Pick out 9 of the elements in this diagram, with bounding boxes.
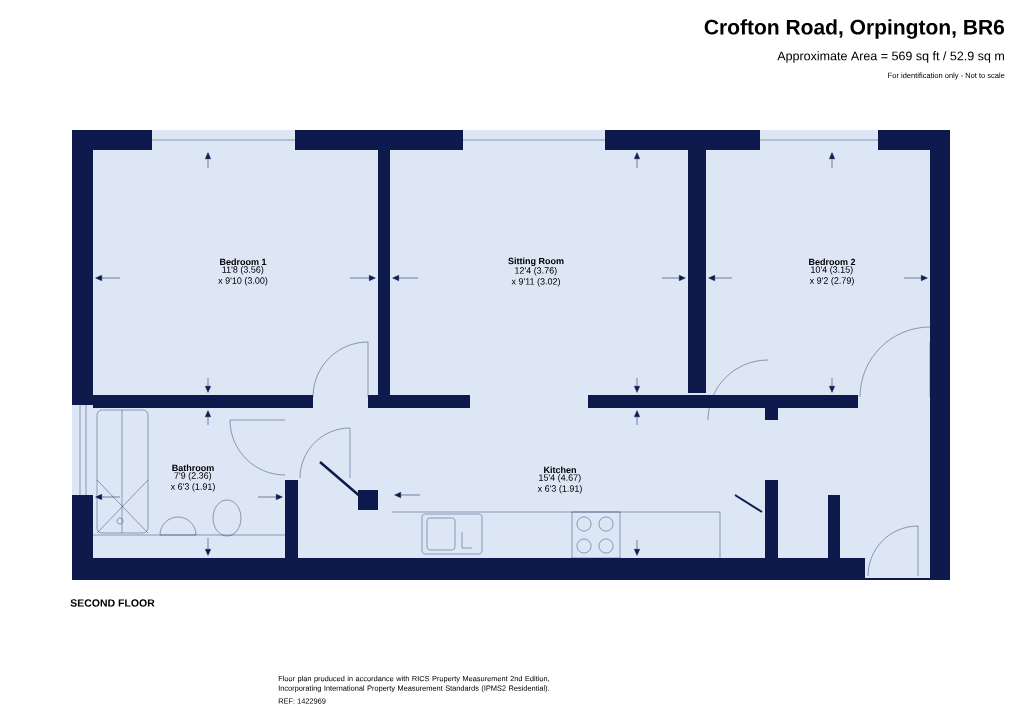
node-label: Bedroom 1 <box>220 258 267 266</box>
node-label: 7'9 (2.36) x 6'3 (1.91) <box>170 472 215 492</box>
floor-label: SECOND FLOOR <box>70 599 155 607</box>
node-label: Bathroom <box>172 464 214 472</box>
node-label: 11'8 (3.56) x 9'10 (3.00) <box>218 266 268 286</box>
title: Crofton Road, Orpington, BR6 <box>704 19 1005 39</box>
node-label: 10'4 (3.15) x 9'2 (2.79) <box>809 266 854 286</box>
node-label: Bedroom 2 <box>809 258 856 266</box>
area-text: Approximate Area = 569 sq ft / 52.9 sq m <box>777 51 1004 63</box>
